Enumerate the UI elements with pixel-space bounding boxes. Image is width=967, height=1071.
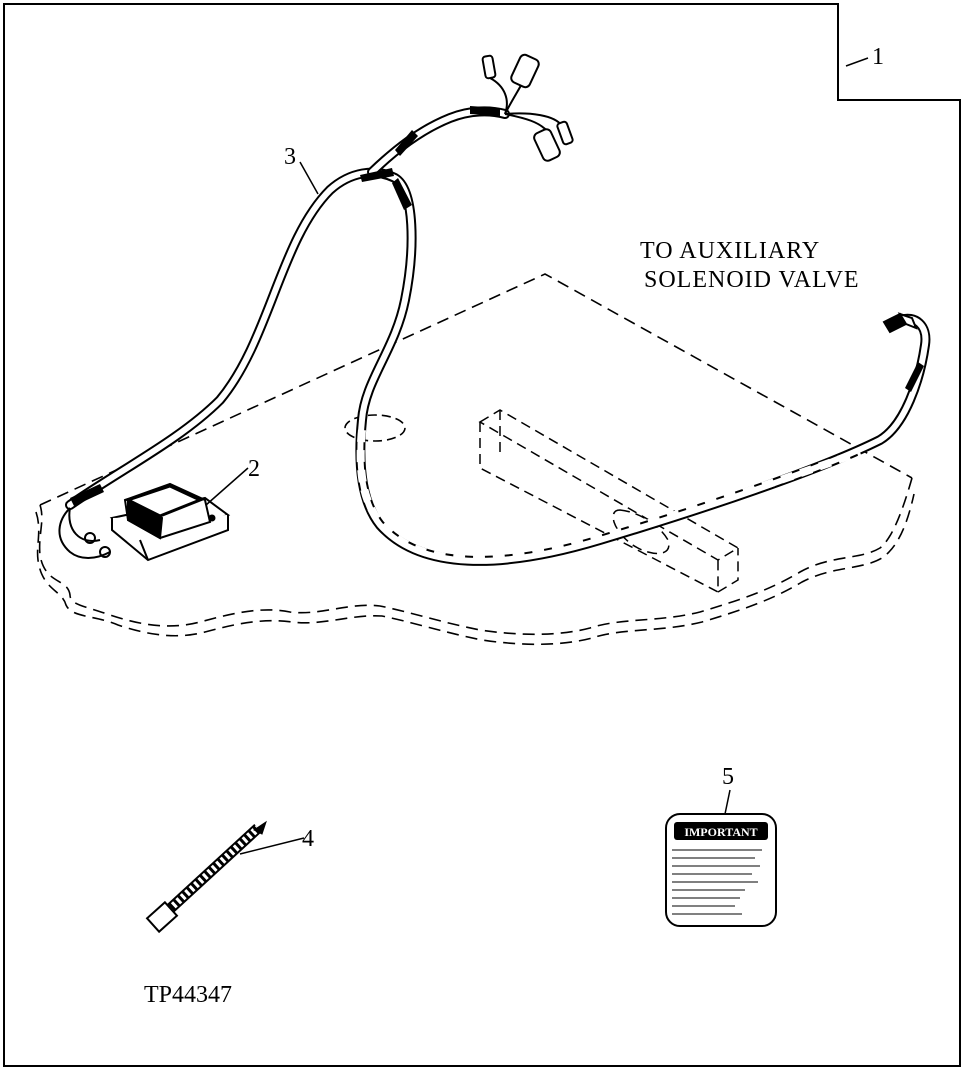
frame-channel (478, 409, 740, 594)
switch-wires (58, 507, 111, 559)
callout-5: 5 (722, 764, 734, 790)
wiring-harness (65, 106, 931, 566)
important-decal (665, 813, 777, 927)
decal-heading: IMPORTANT (684, 825, 757, 839)
harness-hidden-section (356, 429, 862, 564)
callout-3: 3 (284, 144, 296, 170)
cable-tie (145, 820, 267, 934)
pedal-switch (109, 482, 231, 562)
note-line-1: TO AUXILIARY (640, 238, 820, 264)
leader-lines (205, 57, 869, 855)
figure-id: TP44347 (144, 982, 232, 1008)
floor-opening (344, 414, 406, 442)
callout-2: 2 (248, 456, 260, 482)
callout-1: 1 (872, 44, 884, 70)
diagram-frame (3, 3, 961, 1067)
harness-end-connectors (481, 53, 574, 162)
note-line-2: SOLENOID VALVE (644, 267, 860, 293)
solenoid-connector (882, 312, 918, 334)
harness-tape-wraps (70, 106, 924, 506)
cab-floor-outline (35, 273, 915, 646)
callout-4: 4 (302, 826, 314, 852)
